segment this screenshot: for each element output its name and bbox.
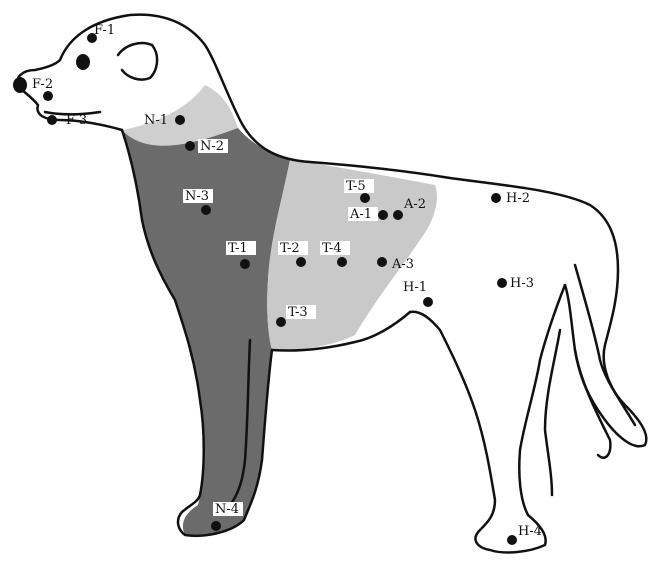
acupoint-label-h-3: H-3 (510, 276, 534, 291)
acupoint-dot-n-1 (175, 115, 185, 125)
acupoint-label-h-2: H-2 (506, 191, 530, 206)
acupoint-dot-h-2 (491, 193, 501, 203)
acupoint-dot-t-3 (276, 317, 286, 327)
acupoint-dot-a-3 (377, 257, 387, 267)
acupoint-label-n-2: N-2 (200, 139, 224, 154)
acupoint-dot-t-2 (296, 257, 306, 267)
hind-leg-outline (410, 285, 565, 552)
ear-outline (118, 43, 157, 80)
acupoint-h-2: H-2 (491, 191, 530, 206)
acupoint-label-h-1: H-1 (403, 280, 427, 295)
acupoint-dot-n-4 (211, 521, 221, 531)
acupoint-f-3: F-3 (47, 113, 87, 128)
acupoint-label-n-1: N-1 (144, 113, 168, 128)
acupoint-label-f-1: F-1 (94, 23, 115, 38)
acupoint-label-t-5: T-5 (346, 179, 366, 194)
acupoint-label-a-2: A-2 (403, 197, 426, 212)
acupoint-dot-a-2 (393, 210, 403, 220)
acupoint-label-h-4: H-4 (518, 524, 542, 539)
hind-leg-inner (545, 330, 560, 495)
acupoint-dot-h-3 (497, 278, 507, 288)
acupoint-label-t-1: T-1 (228, 241, 248, 256)
acupoint-dot-n-3 (201, 205, 211, 215)
acupoint-dot-a-1 (378, 210, 388, 220)
acupoint-label-t-2: T-2 (280, 241, 300, 256)
acupoint-label-a-3: A-3 (391, 257, 414, 272)
acupoint-label-f-3: F-3 (66, 113, 87, 128)
acupoint-label-t-4: T-4 (322, 241, 342, 256)
nose-shape (13, 77, 27, 93)
acupoint-f-2: F-2 (32, 77, 53, 101)
acupoint-dot-f-3 (47, 115, 57, 125)
acupoint-dot-n-2 (185, 141, 195, 151)
shaded-regions (122, 85, 437, 536)
acupoint-label-t-3: T-3 (288, 305, 308, 320)
acupoint-dot-h-1 (423, 297, 433, 307)
eye-shape (76, 54, 90, 70)
acupoint-dot-h-4 (507, 535, 517, 545)
acupoint-label-n-3: N-3 (185, 189, 209, 204)
acupoint-dot-f-2 (43, 91, 53, 101)
acupoint-h-4: H-4 (507, 524, 542, 545)
acupoint-h-3: H-3 (497, 276, 534, 291)
acupoint-dot-t-5 (360, 193, 370, 203)
acupoint-h-1: H-1 (403, 280, 433, 307)
acupoint-label-f-2: F-2 (32, 77, 53, 92)
acupoint-label-a-1: A-1 (349, 207, 372, 222)
acupoint-label-n-4: N-4 (215, 502, 239, 517)
acupoint-dot-t-1 (240, 259, 250, 269)
acupoint-dot-t-4 (337, 257, 347, 267)
